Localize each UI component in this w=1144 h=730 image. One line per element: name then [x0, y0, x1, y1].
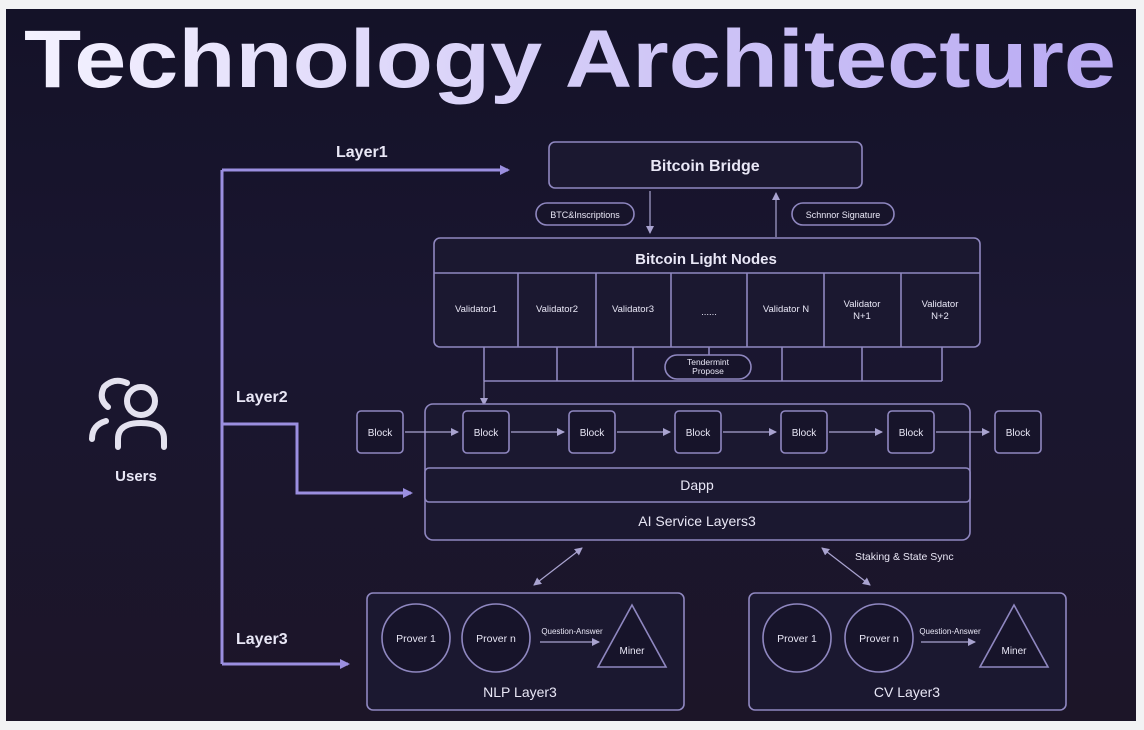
block-2-label: Block	[580, 428, 605, 439]
validator-n-plus-2-line1: Validator	[922, 299, 959, 310]
users-label: Users	[115, 468, 157, 485]
cv-miner-label: Miner	[1001, 646, 1027, 657]
nlp-prover-n-label: Prover n	[476, 633, 516, 645]
nlp-qa-label: Question-Answer	[541, 627, 603, 636]
validator-3: Validator3	[612, 304, 654, 315]
block-6	[994, 410, 1042, 454]
validator-n-plus-1-line1: Validator	[844, 299, 881, 310]
tendermint-pill	[664, 354, 752, 380]
nlp-miner-triangle	[596, 603, 668, 668]
block-1	[462, 410, 510, 454]
cv-prover-n	[844, 603, 914, 673]
block-3-label: Block	[686, 428, 711, 439]
page-title: Technology Architecture	[24, 14, 1116, 105]
block-4-label: Block	[792, 428, 817, 439]
block-5	[887, 410, 935, 454]
tendermint-line1: Tendermint	[687, 357, 730, 367]
nlp-prover-n	[461, 603, 531, 673]
nlp-miner-label: Miner	[619, 646, 645, 657]
layer1-label: Layer1	[336, 144, 388, 161]
block-0	[356, 410, 404, 454]
bitcoin-bridge-title: Bitcoin Bridge	[650, 158, 759, 175]
validator-2: Validator2	[536, 304, 578, 315]
validator-ellipsis: ......	[701, 307, 717, 318]
validator-1: Validator1	[455, 304, 497, 315]
light-nodes-box	[433, 237, 981, 348]
validator-n-plus-2-line2: N+2	[931, 311, 949, 322]
cv-layer3-title: CV Layer3	[874, 684, 940, 700]
validator-n-plus-1-line2: N+1	[853, 311, 871, 322]
schnorr-signature-label: Schnnor Signature	[806, 210, 881, 220]
block-3	[674, 410, 722, 454]
light-nodes-title: Bitcoin Light Nodes	[635, 251, 777, 268]
ai-service-layers-label: AI Service Layers3	[638, 513, 756, 529]
nlp-prover-1	[381, 603, 451, 673]
nlp-sync-arrow	[533, 547, 583, 586]
tendermint-connector	[480, 347, 943, 406]
dapp-box	[424, 467, 971, 503]
block-0-label: Block	[368, 428, 393, 439]
nlp-prover-1-label: Prover 1	[396, 633, 436, 645]
users-icon	[89, 377, 167, 450]
block-2	[568, 410, 616, 454]
schnorr-signature-pill	[791, 202, 895, 226]
validator-n: Validator N	[763, 304, 809, 315]
cv-prover-1	[762, 603, 832, 673]
staking-sync-label: Staking & State Sync	[855, 551, 954, 563]
layer2-label: Layer2	[236, 389, 288, 406]
btc-inscriptions-pill	[535, 202, 635, 226]
cv-miner-triangle	[978, 603, 1050, 668]
btc-inscriptions-label: BTC&Inscriptions	[550, 210, 620, 220]
architecture-diagram: Technology Architecture Users Layer1 Lay…	[24, 14, 1116, 711]
layer3-label: Layer3	[236, 631, 288, 648]
cv-prover-1-label: Prover 1	[777, 633, 817, 645]
layer2-arrow	[222, 422, 413, 498]
cv-prover-n-label: Prover n	[859, 633, 899, 645]
block-5-label: Block	[899, 428, 924, 439]
cv-qa-label: Question-Answer	[919, 627, 981, 636]
validator-dividers	[517, 273, 902, 347]
dapp-label: Dapp	[680, 477, 714, 493]
block-1-label: Block	[474, 428, 499, 439]
block-chain: Block Block Block Block Block Block Bloc…	[356, 410, 1042, 454]
tendermint-line2: Propose	[692, 366, 724, 376]
cv-sync-arrow	[821, 547, 871, 586]
bitcoin-bridge-box	[548, 141, 863, 189]
nlp-layer3-title: NLP Layer3	[483, 684, 557, 700]
block-4	[780, 410, 828, 454]
block-6-label: Block	[1006, 428, 1031, 439]
diagram-canvas: Technology Architecture Users Layer1 Lay…	[6, 9, 1136, 721]
